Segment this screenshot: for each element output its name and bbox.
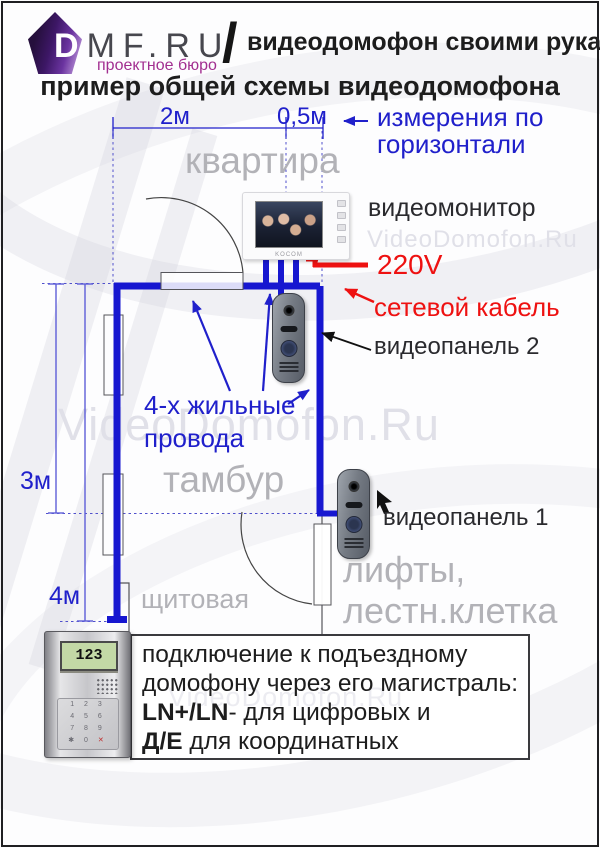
keypad-row: 1 2 3 (70, 701, 106, 708)
intercom-display-caption (60, 671, 118, 673)
monitor-label: видеомонитор (368, 194, 536, 222)
keypad-row: 7 8 9 (70, 725, 106, 732)
four-wire-line2: провода (144, 423, 245, 453)
panel1-label: видеопанель 1 (383, 504, 549, 531)
intercom-speaker-icon (96, 678, 118, 694)
wires-arrow-2 (261, 293, 275, 392)
wires-arrow-1 (191, 300, 232, 392)
power-cable-label: сетевой кабель (374, 292, 560, 322)
keypad-cancel-key: ✕ (97, 737, 108, 744)
room-apartment-label: квартира (185, 140, 340, 181)
camera-lens-icon (348, 481, 359, 492)
connection-note-box: VideoDomofon.Ru подключение к подъездном… (130, 634, 530, 760)
video-monitor-device: KOCOM (242, 192, 350, 260)
keypad-row: 4 5 6 (70, 713, 106, 720)
keypad-row: ✱ 0 ✕ (58, 735, 118, 747)
panel2-arrow (321, 331, 372, 351)
speaker-slot (280, 326, 297, 332)
four-wire-line1: 4-х жильные (144, 390, 296, 420)
logo-subtitle: проектное бюро (97, 57, 217, 74)
room-tambour-label: тамбур (163, 459, 285, 500)
site-tagline: видеодомофон своими руками (247, 28, 600, 56)
measure-note-line1: измерения по (377, 102, 544, 132)
call-button (280, 340, 297, 357)
measure-2m-label: 2м (160, 103, 190, 130)
measure-4m-label: 4м (49, 582, 81, 610)
video-doorpanel-1-device (337, 469, 370, 559)
logo-slash: / (222, 11, 238, 74)
camera-lens-icon (283, 305, 294, 316)
monitor-brand: KOCOM (275, 252, 303, 258)
power-220v-label: 220V (377, 249, 443, 280)
measure-05m-label: 0,5м (277, 103, 327, 130)
speaker-grille (344, 538, 363, 549)
watermark-text: VideoDomofon.Ru (168, 682, 404, 712)
wires-arrow-3 (287, 389, 310, 405)
speaker-slot (345, 502, 362, 508)
note-line2: домофону через его магистраль: (142, 670, 519, 697)
watermark-text: VideoDomofon.Ru (367, 226, 578, 253)
note-line3: LN+/LN- для цифровых и (142, 699, 431, 726)
horizontal-measure-line (112, 117, 324, 139)
panel1-cursor-arrow (377, 490, 392, 514)
logo-text: DMF.RU (54, 27, 231, 65)
room-lifts-label: лифты, лестн.клетка (343, 549, 558, 631)
monitor-screen (255, 201, 323, 248)
watermark-text: VideoDomofon.Ru (58, 399, 440, 450)
vertical-measure-lines (48, 283, 93, 622)
note-line4: Д/Е для координатных (142, 728, 399, 755)
door-top (145, 196, 244, 290)
note-line1: подключение к подъездному (142, 641, 468, 668)
wall-lines (118, 516, 323, 634)
connection-note-text: подключение к подъездному домофону через… (142, 640, 518, 756)
four-wire-label: 4-х жильные провода (144, 389, 295, 455)
monitor-buttons (336, 200, 346, 248)
speaker-grille (279, 362, 298, 373)
intercom-display: 123 (60, 641, 118, 671)
room-panelroom-label: щитовая (141, 584, 250, 614)
entrance-intercom-device: 123 1 2 3 4 5 6 7 8 9 ✱ 0 ✕ (44, 631, 131, 758)
measure-note-line2: горизонтали (377, 129, 526, 159)
intercom-keypad: 1 2 3 4 5 6 7 8 9 ✱ 0 ✕ (57, 698, 119, 750)
measure-3m-label: 3м (20, 467, 52, 495)
door-bottom (240, 511, 332, 606)
power-cable-arrow (344, 287, 375, 304)
measure-note-label: измерения по горизонтали (377, 104, 543, 158)
page-title: пример общей схемы видеодомофона (40, 71, 560, 101)
keypad-bottom: ✱ 0 (68, 737, 92, 744)
call-button (345, 516, 362, 533)
panel2-label: видеопанель 2 (374, 333, 540, 360)
video-doorpanel-2-device (272, 293, 305, 383)
